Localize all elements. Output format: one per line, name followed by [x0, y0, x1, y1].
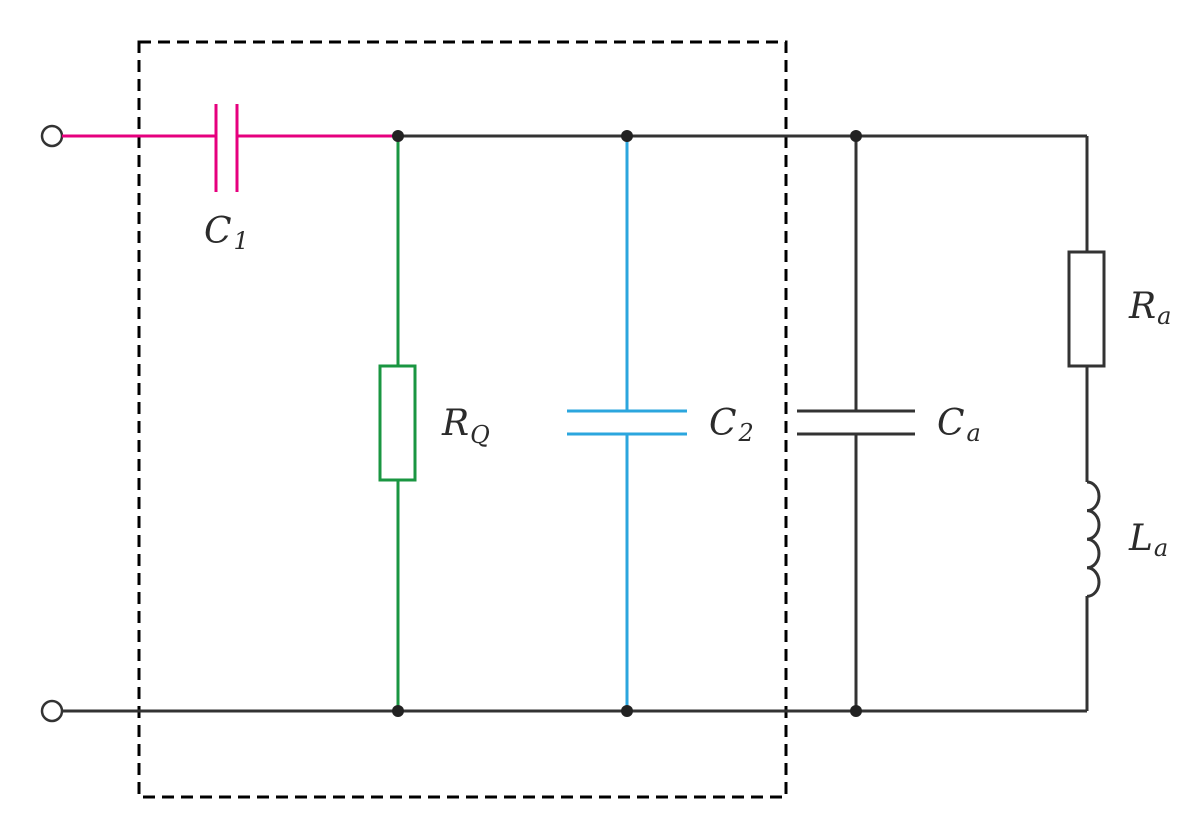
junction-dot [850, 705, 862, 717]
label-c1: C1 [204, 211, 249, 255]
junction-dot [392, 705, 404, 717]
junction-dot [621, 705, 633, 717]
input-terminal-top [40, 124, 64, 148]
resistor-ra [1067, 136, 1106, 482]
dashed-enclosure [137, 40, 788, 799]
resistor-rq [378, 136, 417, 711]
label-ra: Ra [1128, 286, 1171, 330]
label-rq: RQ [441, 403, 490, 449]
capacitor-c1 [62, 104, 398, 192]
junction-dot [392, 130, 404, 142]
junction-dot [621, 130, 633, 142]
capacitor-ca [797, 136, 915, 711]
label-ca: Ca [937, 403, 981, 447]
capacitor-c2 [567, 136, 687, 711]
junction-dot [850, 130, 862, 142]
inductor-la [1085, 480, 1101, 711]
input-terminal-bottom [40, 699, 64, 723]
junction-dots [392, 130, 862, 717]
label-c2: C2 [709, 403, 754, 447]
label-la: La [1128, 518, 1168, 562]
